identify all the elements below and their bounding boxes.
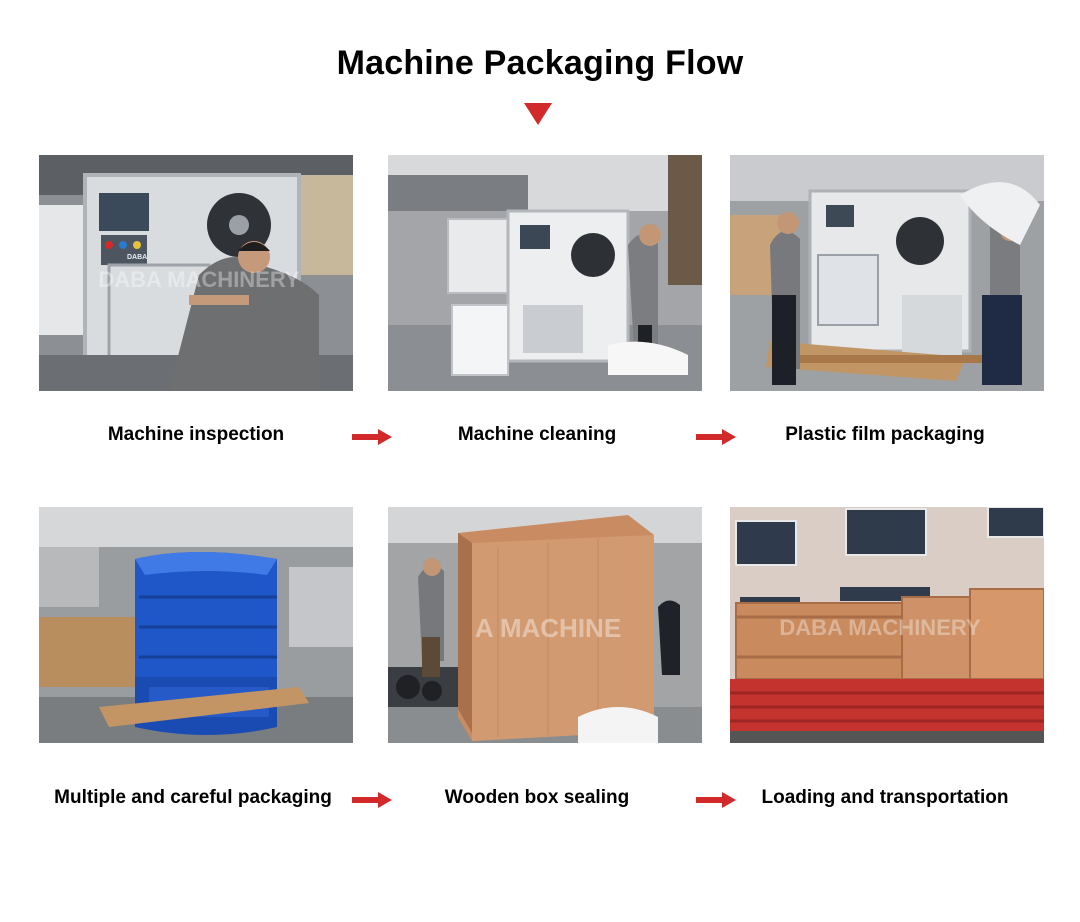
right-arrow-icon [696,429,736,445]
caption-loading-transportation: Loading and transportation [761,787,1009,808]
down-arrow-icon [524,103,552,125]
photo-machine-inspection: DABA MACHINERY DABA [39,155,353,391]
caption-multiple-careful-packaging: Multiple and careful packaging [54,787,332,808]
watermark: A MACHINE [475,613,621,643]
watermark: DABA MACHINERY [98,267,300,292]
caption-machine-inspection: Machine inspection [107,424,285,445]
photo-machine-cleaning [388,155,702,391]
caption-plastic-film-packaging: Plastic film packaging [785,424,985,445]
right-arrow-icon [352,792,392,808]
right-arrow-icon [352,429,392,445]
right-arrow-icon [696,792,736,808]
photo-wooden-box-sealing: A MACHINE [388,507,702,743]
caption-machine-cleaning: Machine cleaning [457,424,617,445]
photo-multiple-careful-packaging [39,507,353,743]
caption-wooden-box-sealing: Wooden box sealing [444,787,630,808]
machine-panel-label: DABA [127,254,147,261]
page-title: Machine Packaging Flow [336,44,744,82]
photo-loading-transportation: DABA MACHINERY [730,507,1044,743]
photo-plastic-film-packaging [730,155,1044,391]
watermark: DABA MACHINERY [779,615,981,640]
